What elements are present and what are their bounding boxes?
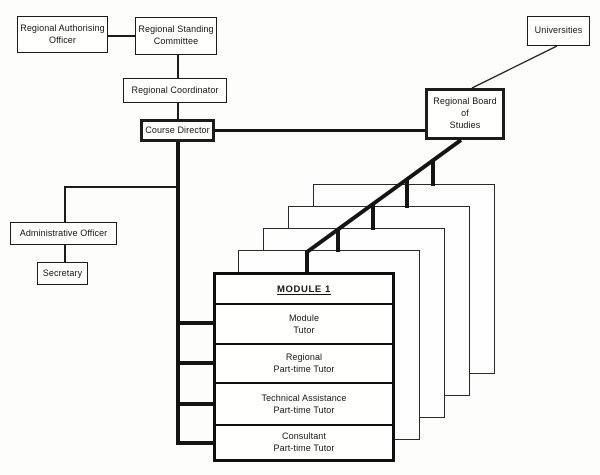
connector-trunk-rung-technical-tutor	[176, 402, 216, 406]
universities-to-board-line	[471, 45, 558, 89]
connector-coordinator-to-director	[177, 103, 179, 119]
box-label-line: Administrative Officer	[19, 227, 108, 238]
module-section-consultant-part-time-tutor: Consultant Part-time Tutor	[216, 423, 392, 460]
box-universities: Universities	[527, 16, 590, 46]
box-regional-standing-committee: Regional Standing Committee	[135, 17, 217, 55]
module-section-regional-part-time-tutor: Regional Part-time Tutor	[216, 342, 392, 383]
connector-admin-to-secretary	[64, 245, 66, 263]
connector-director-down-trunk	[176, 140, 180, 445]
box-secretary: Secretary	[37, 262, 88, 285]
section-label-line: Module	[288, 312, 320, 323]
box-course-director: Course Director	[140, 119, 215, 142]
module-card-front: MODULE 1 Module Tutor Regional Part-time…	[213, 272, 395, 462]
module-card-header: MODULE 1	[216, 275, 392, 303]
section-label-line: Part-time Tutor	[273, 404, 335, 415]
box-label-line: Studies	[449, 119, 481, 130]
section-label-line: Consultant	[281, 431, 327, 442]
box-label-line: Officer	[48, 34, 77, 45]
box-regional-authorising-officer: Regional Authorising Officer	[17, 16, 108, 53]
box-label-line: Committee	[153, 36, 199, 46]
section-label-line: Part-time Tutor	[273, 443, 335, 454]
connector-trunk-rung-consultant-tutor	[176, 441, 216, 445]
box-regional-board-of-studies: Regional Board of Studies	[425, 88, 505, 140]
box-label-line: Course Director	[145, 124, 210, 135]
connector-authorising-to-standing	[108, 35, 135, 37]
connector-standing-to-coordinator	[177, 55, 179, 78]
module-section-module-tutor: Module Tutor	[216, 303, 392, 343]
section-label-line: Tutor	[293, 324, 315, 335]
connector-trunk-rung-module-tutor	[176, 321, 216, 325]
box-regional-coordinator: Regional Coordinator	[123, 78, 227, 103]
module-card-title: MODULE 1	[277, 283, 331, 295]
box-label-line: Regional Authorising	[20, 22, 105, 33]
connector-director-to-board	[213, 129, 427, 132]
box-label-line: of	[461, 108, 469, 119]
section-label-line: Part-time Tutor	[273, 364, 335, 375]
box-label-line: Regional Board	[433, 96, 497, 107]
connector-branch-to-admin-officer	[64, 186, 66, 223]
connector-director-branch-to-admin	[64, 186, 178, 188]
box-label-line: Universities	[534, 25, 583, 36]
box-label-line: Regional Standing	[138, 24, 214, 35]
module-section-technical-assistance-part-time-tutor: Technical Assistance Part-time Tutor	[216, 382, 392, 424]
box-administrative-officer: Administrative Officer	[10, 222, 117, 245]
box-label-line: Secretary	[42, 267, 83, 278]
connector-trunk-rung-regional-tutor	[176, 361, 216, 365]
box-label-line: Regional Coordinator	[131, 84, 219, 95]
section-label-line: Technical Assistance	[261, 392, 347, 403]
section-label-line: Regional	[285, 352, 323, 363]
